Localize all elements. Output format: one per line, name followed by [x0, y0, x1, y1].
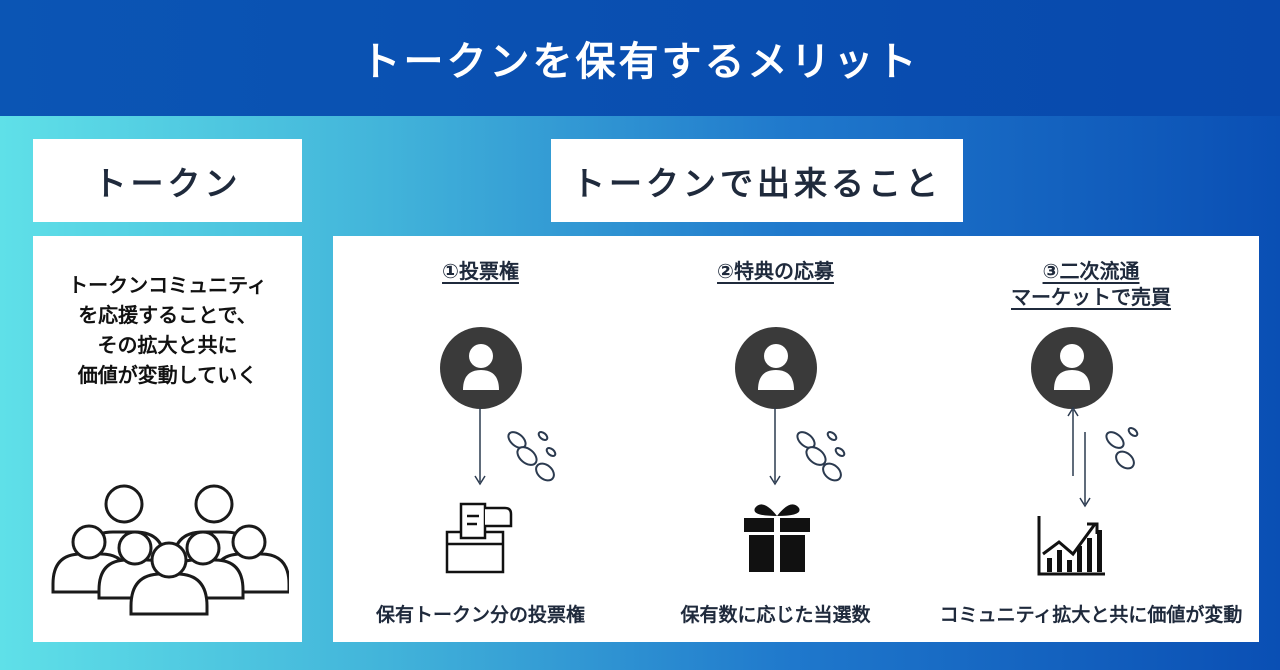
header-bar: トークンを保有するメリット [0, 0, 1280, 116]
down-arrow-icon [1079, 432, 1091, 508]
description-line: を応援することで、 [78, 303, 257, 327]
benefit-title: ②特典の応募 [628, 258, 923, 284]
gift-box-icon [744, 504, 810, 572]
description-line: トークンコミュニティ [68, 273, 267, 297]
benefit-title: ③二次流通 マーケットで売買 [923, 258, 1259, 310]
benefit-caption: コミュニティ拡大と共に価値が変動 [939, 604, 1243, 626]
down-arrow-icon [474, 408, 486, 486]
page-title: トークンを保有するメリット [360, 39, 920, 85]
benefit-title-line: マーケットで売買 [1011, 285, 1171, 309]
benefit-caption: 保有トークン分の投票権 [375, 604, 585, 626]
benefit-title-line: ①投票権 [442, 259, 519, 283]
benefit-title-line: ③二次流通 [1042, 259, 1140, 283]
benefit-voting: ①投票権 [333, 236, 628, 642]
down-arrow-icon [769, 408, 781, 486]
up-arrow-icon [1067, 406, 1079, 476]
community-group-icon [51, 484, 289, 616]
benefits-label: トークンで出来ること [551, 139, 963, 222]
user-avatar-icon [735, 327, 817, 409]
coins-icon [507, 431, 557, 482]
benefit-entry: ②特典の応募 [628, 236, 923, 642]
token-panel: トークンコミュニティ を応援することで、 その拡大と共に 価値が変動していく [33, 236, 302, 642]
benefit-title: ①投票権 [333, 258, 628, 284]
coins-icon [1105, 427, 1139, 470]
coins-icon [796, 431, 846, 482]
token-label: トークン [33, 139, 302, 222]
ballot-box-icon [445, 502, 513, 574]
benefit-caption: 保有数に応じた当選数 [680, 604, 871, 626]
user-avatar-icon [1031, 327, 1113, 409]
benefit-title-line: ②特典の応募 [717, 259, 834, 283]
rising-chart-icon [1037, 516, 1105, 576]
description-line: その拡大と共に [97, 333, 238, 357]
benefit-trading: ③二次流通 マーケットで売買 [923, 236, 1259, 642]
description-line: 価値が変動していく [77, 363, 258, 387]
token-description: トークンコミュニティ を応援することで、 その拡大と共に 価値が変動していく [33, 270, 302, 390]
user-avatar-icon [440, 327, 522, 409]
benefits-panel: ①投票権 [333, 236, 1259, 642]
